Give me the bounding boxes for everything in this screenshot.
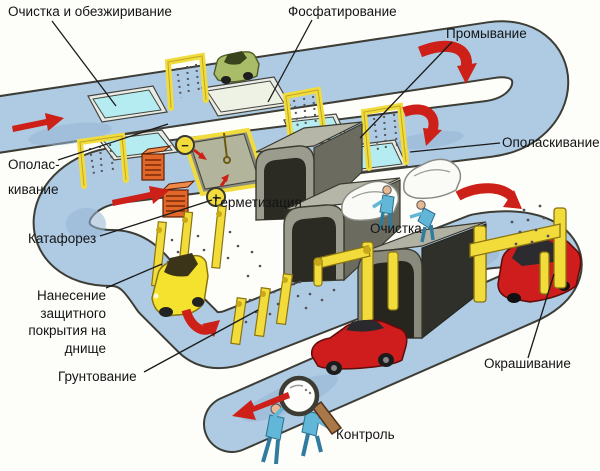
spray-water	[89, 63, 398, 175]
minus-electrode-icon: −	[175, 135, 207, 160]
label-cleaning: Очистка	[370, 221, 422, 236]
label-washing: Промывание	[446, 26, 527, 41]
leader-lines	[51, 19, 555, 373]
label-inspection: Контроль	[336, 427, 395, 442]
arrow-row3-right	[112, 186, 170, 206]
label-underbody-line1: Нанесение	[37, 288, 106, 303]
label-underbody-line3: покрытия на	[28, 323, 106, 338]
painting-gantry	[469, 204, 567, 303]
svg-text:−: −	[181, 138, 189, 153]
label-painting: Окрашивание	[484, 356, 571, 371]
car-yellow-underbody	[151, 253, 209, 317]
label-cataphoresis: Катафорез	[28, 231, 97, 246]
label-cleaning-degreasing: Очистка и обезжиривание	[8, 4, 172, 19]
label-underbody-coating: Нанесение защитного покрытия на днище	[6, 287, 106, 357]
label-priming: Грунтование	[58, 369, 137, 384]
flow-arrows	[12, 40, 522, 420]
arrow-exit	[232, 392, 290, 420]
label-underbody-line2: защитного	[40, 305, 106, 321]
label-rinsing-left-line2: кивание	[8, 182, 59, 197]
paint-spray	[510, 204, 550, 246]
plus-electrode-icon: +	[206, 174, 229, 207]
label-sealing: Герметизация	[214, 195, 302, 210]
svg-text:+: +	[212, 190, 220, 205]
label-rinsing-left: Ополас- кивание	[8, 152, 60, 202]
priming-robots	[230, 273, 300, 346]
inspection-worker-1	[261, 403, 287, 465]
cleaning-worker-1	[372, 185, 395, 230]
cleaning-worker-2	[409, 200, 436, 243]
arrow-entrance	[12, 113, 64, 132]
dryer-box-1	[140, 145, 172, 181]
tank-cleaning-degreasing	[87, 85, 168, 123]
car-green	[213, 51, 260, 84]
label-rinsing-right: Ополаскивание	[502, 135, 600, 150]
label-rinsing-left-line1: Ополас-	[8, 157, 60, 172]
label-phosphating: Фосфатирование	[288, 4, 397, 19]
arch-edges	[79, 55, 407, 187]
arrow-turn-to-painting	[455, 183, 522, 209]
arrow-uturn-top-right	[417, 40, 477, 84]
dryer-box-2	[161, 180, 196, 218]
car-red-inspection	[310, 319, 408, 375]
label-underbody-line4: днище	[64, 340, 106, 356]
arrow-uturn-row2-right	[402, 104, 442, 146]
